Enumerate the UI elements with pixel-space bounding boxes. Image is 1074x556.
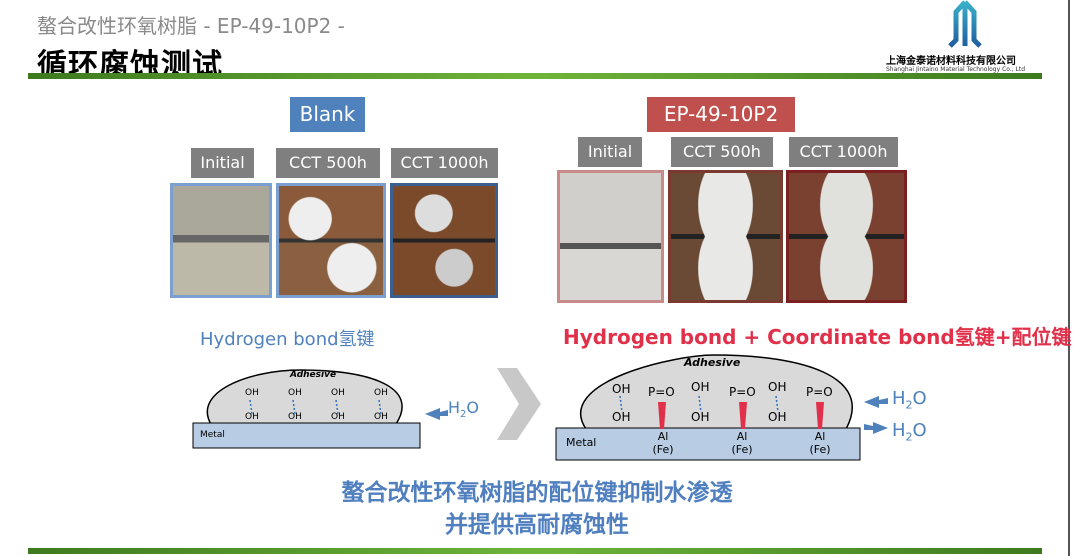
ep-label: EP-49-10P2 — [647, 97, 795, 132]
blank-tag-500h: CCT 500h — [276, 148, 380, 178]
blank-tag-1000h: CCT 1000h — [391, 148, 498, 178]
blank-500h-photo — [276, 183, 386, 298]
ep-tag-1000h: CCT 1000h — [789, 137, 898, 167]
ep-bond-diagram: Adhesive OH OH OH OH OH OH P=O P=O P=O M… — [554, 352, 954, 462]
ep-bond-text: Hydrogen bond + Coordinate bond氢键+配位键 — [563, 325, 1072, 349]
oh-label: OH — [768, 380, 787, 394]
oh-label: OH — [331, 412, 345, 422]
oh-label: OH — [245, 412, 259, 422]
slide-frame — [1068, 0, 1070, 556]
oh-label: OH — [691, 410, 710, 424]
conclusion-line-1: 螯合改性环氧树脂的配位键抑制水渗透 — [341, 480, 733, 506]
ep-tag-initial: Initial — [578, 137, 642, 167]
oh-label: OH — [691, 380, 710, 394]
fe-label: (Fe) — [809, 443, 831, 456]
oh-label: OH — [768, 410, 787, 424]
header-divider — [28, 73, 1042, 79]
h2o-label: H2O — [892, 388, 927, 412]
oh-label: OH — [245, 388, 259, 398]
ep-500h-photo — [668, 170, 783, 303]
oh-label: OH — [612, 382, 631, 396]
adhesive-shape — [555, 354, 888, 461]
blank-tag-initial: Initial — [191, 148, 254, 178]
metal-label: Metal — [566, 436, 597, 449]
al-label: Al — [814, 430, 826, 443]
logo-icon — [948, 0, 982, 48]
al-label: Al — [736, 430, 748, 443]
transition-arrow-icon — [497, 368, 541, 440]
metal-label: Metal — [200, 430, 225, 440]
adhesive-label: Adhesive — [290, 370, 337, 380]
al-label: Al — [657, 430, 669, 443]
blank-initial-photo — [170, 183, 272, 298]
footer-divider — [28, 548, 1042, 554]
company-name-en: Shanghai Jintaino Material Technology Co… — [886, 66, 1026, 73]
water-arrow-icon — [864, 422, 888, 434]
oh-label: OH — [288, 412, 302, 422]
po-label: P=O — [648, 385, 675, 399]
po-label: P=O — [806, 385, 833, 399]
oh-label: OH — [612, 410, 631, 424]
blank-bond-text: Hydrogen bond氢键 — [200, 329, 375, 350]
fe-label: (Fe) — [652, 443, 674, 456]
water-arrow-icon — [864, 396, 888, 408]
blank-label: Blank — [290, 97, 365, 132]
adhesive-shape — [192, 369, 448, 449]
conclusion-line-2: 并提供高耐腐蚀性 — [445, 512, 629, 538]
ep-1000h-photo — [786, 170, 907, 303]
oh-label: OH — [374, 388, 388, 398]
po-label: P=O — [729, 385, 756, 399]
h2o-label: H2O — [892, 420, 927, 444]
company-logo — [940, 0, 990, 52]
adhesive-label: Adhesive — [684, 356, 741, 369]
oh-label: OH — [288, 388, 302, 398]
h2o-label: H2O — [448, 398, 479, 421]
blank-bond-diagram: Adhesive OH OH OH OH OH OH OH OH Metal H… — [190, 362, 490, 452]
company-name-cn: 上海金泰诺材料科技有限公司 — [886, 56, 1016, 67]
fe-label: (Fe) — [731, 443, 753, 456]
oh-label: OH — [331, 388, 345, 398]
ep-initial-photo — [557, 170, 664, 303]
blank-1000h-photo — [390, 183, 498, 298]
water-arrow-icon — [425, 408, 448, 420]
oh-label: OH — [374, 412, 388, 422]
slide-subtitle: 螯合改性环氧树脂 - EP-49-10P2 - — [37, 14, 345, 38]
ep-tag-500h: CCT 500h — [671, 137, 773, 167]
